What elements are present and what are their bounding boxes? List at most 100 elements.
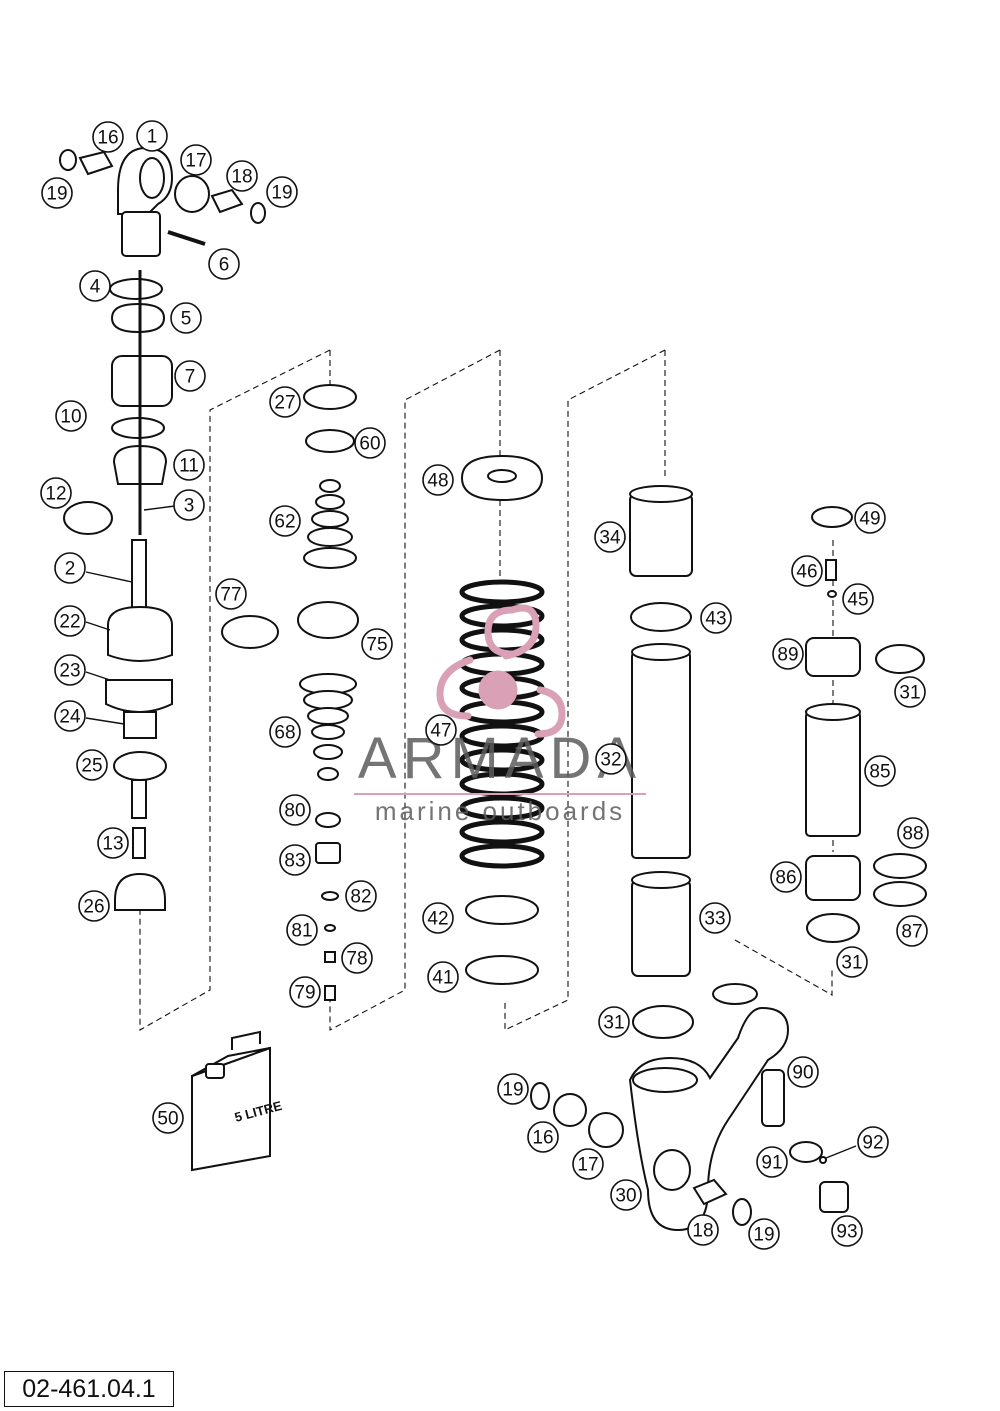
sleeve-17-lower — [588, 1112, 624, 1148]
callout-number: 3 — [184, 496, 195, 517]
callout-number: 2 — [65, 559, 76, 580]
linkage-housing — [530, 983, 849, 1232]
callout-19: 19 — [266, 176, 298, 208]
callout-30: 30 — [610, 1179, 642, 1211]
callout-6: 6 — [208, 248, 240, 280]
ball-92 — [819, 1156, 827, 1164]
callout-11: 11 — [173, 449, 205, 481]
o-ring-31-lower — [806, 913, 860, 943]
callout-81: 81 — [286, 914, 318, 946]
callout-circle — [266, 176, 298, 208]
callout-number: 80 — [284, 801, 305, 822]
piston-23 — [105, 679, 173, 713]
seal-45 — [827, 590, 837, 598]
watermark-brand: ARMADA — [358, 726, 642, 791]
callout-circle — [215, 578, 247, 610]
callout-number: 31 — [603, 1013, 624, 1034]
callout-circle — [173, 489, 205, 521]
callout-circle — [610, 1179, 642, 1211]
callout-46: 46 — [791, 555, 823, 587]
callout-68: 68 — [269, 716, 301, 748]
callout-circle — [527, 1121, 559, 1153]
screw-79 — [324, 985, 336, 1001]
callout-circle — [289, 976, 321, 1008]
lock-nut-41 — [465, 955, 539, 985]
o-ring-19-lower-right — [732, 1198, 752, 1226]
callout-number: 79 — [294, 983, 315, 1004]
callout-circle — [572, 1148, 604, 1180]
callout-26: 26 — [78, 890, 110, 922]
spring-assembly — [459, 454, 545, 985]
callout-number: 45 — [847, 590, 868, 611]
callout-circle — [341, 942, 373, 974]
callout-22: 22 — [54, 605, 86, 637]
callout-circle — [79, 270, 111, 302]
callout-33: 33 — [699, 902, 731, 934]
piston-86 — [805, 855, 861, 901]
ball-81 — [324, 924, 336, 932]
callout-circle — [756, 1146, 788, 1178]
callout-circle — [857, 1126, 889, 1158]
callout-60: 60 — [354, 427, 386, 459]
callout-number: 19 — [46, 184, 67, 205]
callout-number: 12 — [45, 484, 66, 505]
callout-number: 77 — [220, 585, 241, 606]
callout-circle — [78, 890, 110, 922]
piston-rod-assembly — [59, 146, 266, 911]
callout-number: 25 — [81, 756, 102, 777]
callout-number: 93 — [836, 1222, 857, 1243]
callout-19: 19 — [748, 1218, 780, 1250]
callout-circle — [173, 449, 205, 481]
callout-91: 91 — [756, 1146, 788, 1178]
callout-34: 34 — [594, 521, 626, 553]
callout-31: 31 — [836, 946, 868, 978]
callout-circle — [772, 638, 804, 670]
callout-circle — [748, 1218, 780, 1250]
ring-77 — [221, 615, 279, 649]
callout-82: 82 — [345, 880, 377, 912]
callout-2: 2 — [54, 552, 86, 584]
callout-circle — [831, 1215, 863, 1247]
piston-75 — [297, 601, 359, 639]
callout-circle — [40, 477, 72, 509]
callout-circle — [76, 749, 108, 781]
callout-89: 89 — [772, 638, 804, 670]
callout-circle — [425, 714, 457, 746]
callout-number: 18 — [692, 1221, 713, 1242]
callout-circle — [497, 1073, 529, 1105]
callout-4: 4 — [79, 270, 111, 302]
callout-number: 92 — [862, 1133, 883, 1154]
nut-26 — [114, 872, 166, 911]
callout-48: 48 — [422, 464, 454, 496]
callout-83: 83 — [279, 844, 311, 876]
callout-75: 75 — [361, 628, 393, 660]
callout-number: 26 — [83, 897, 104, 918]
callout-number: 5 — [181, 309, 192, 330]
callout-circle — [54, 654, 86, 686]
bushing-18 — [210, 188, 244, 214]
callout-18: 18 — [226, 160, 258, 192]
clip-91 — [789, 1141, 823, 1163]
watermark-tagline: marine outboards — [375, 796, 625, 826]
callout-62: 62 — [269, 505, 301, 537]
callout-7: 7 — [174, 360, 206, 392]
o-ring-19-left — [59, 149, 77, 171]
callout-circle — [226, 160, 258, 192]
callout-24: 24 — [54, 700, 86, 732]
callout-number: 41 — [432, 968, 453, 989]
callout-number: 17 — [185, 151, 206, 172]
callout-circle — [894, 676, 926, 708]
callout-number: 78 — [346, 949, 367, 970]
callout-23: 23 — [54, 654, 86, 686]
callout-number: 30 — [615, 1186, 636, 1207]
sleeve-17 — [174, 175, 210, 213]
spring-47 — [459, 843, 545, 869]
callout-circle — [700, 602, 732, 634]
circlip-43 — [630, 602, 692, 632]
callout-number: 83 — [284, 851, 305, 872]
callout-1: 1 — [136, 120, 168, 152]
o-ring-19-lower-left — [530, 1082, 550, 1110]
valve-46 — [825, 559, 837, 581]
callout-number: 32 — [600, 750, 621, 771]
callout-number: 4 — [90, 277, 101, 298]
